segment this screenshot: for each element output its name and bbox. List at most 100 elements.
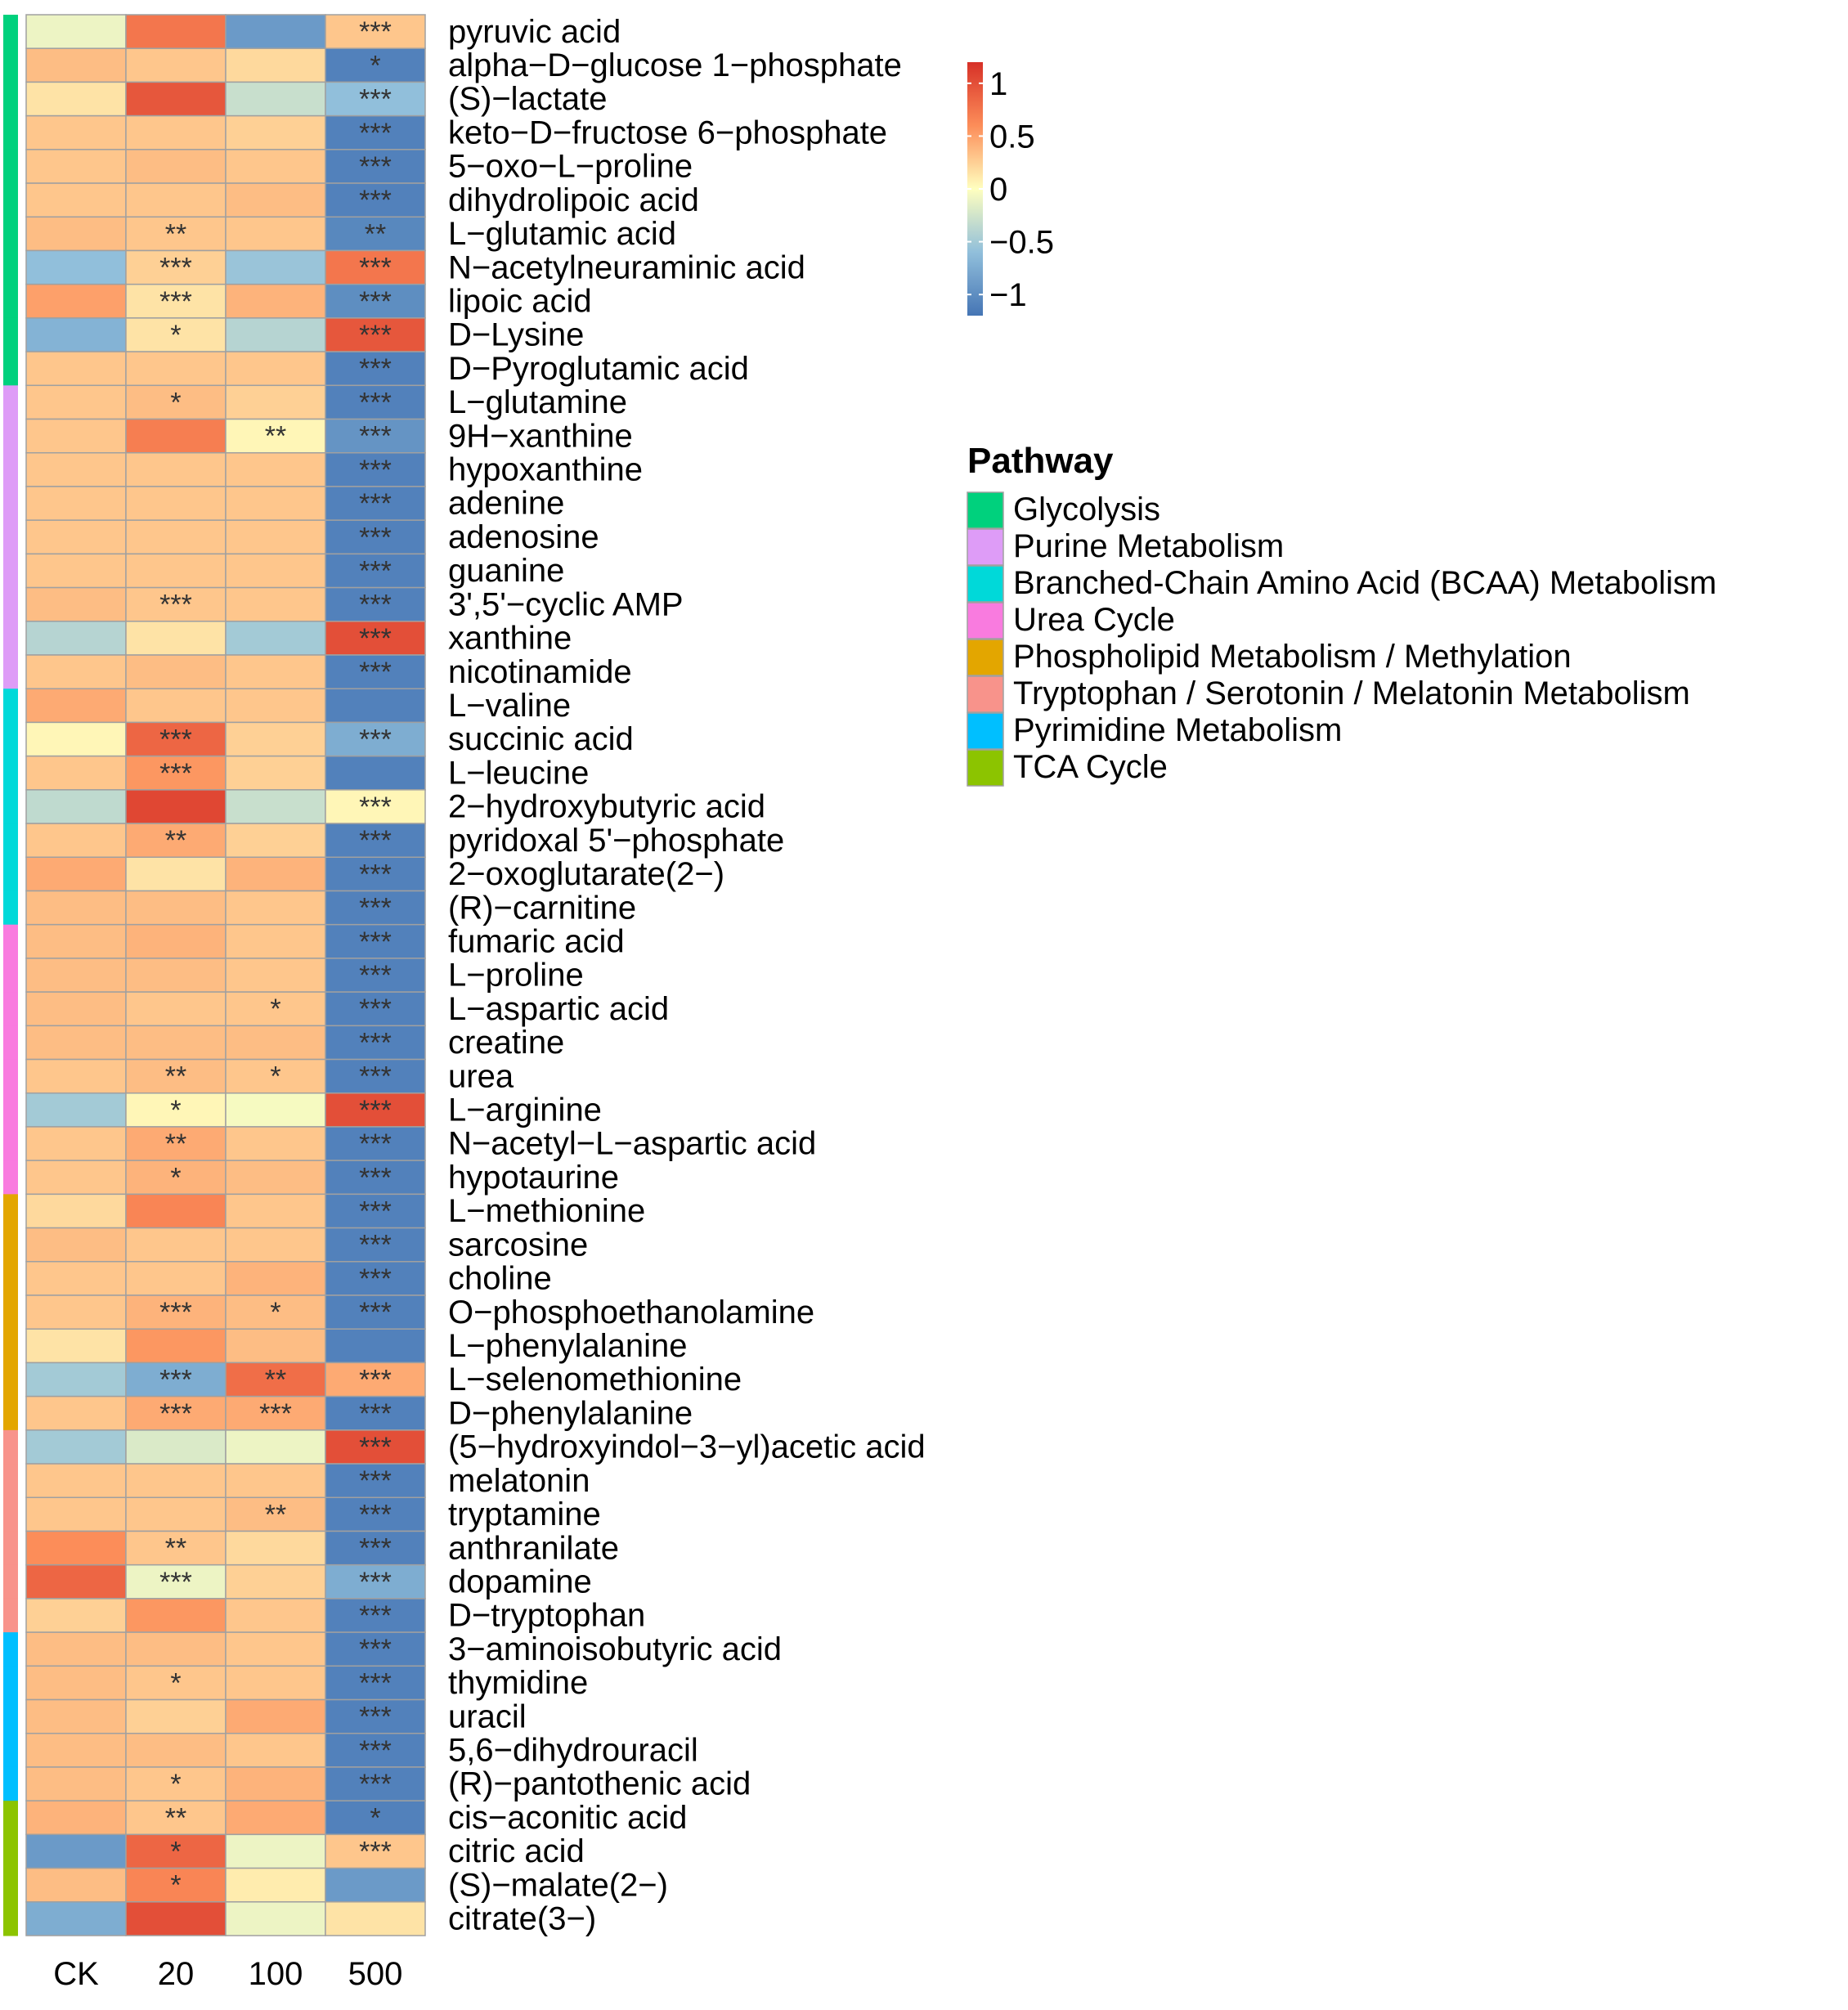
pathway-bar-segment — [3, 1834, 18, 1869]
heatmap-cell — [225, 317, 326, 352]
heatmap-cell — [25, 721, 127, 757]
heatmap-cell — [325, 1193, 426, 1229]
significance-star: *** — [359, 960, 392, 991]
pathway-bar-segment — [3, 1227, 18, 1263]
significance-star: *** — [359, 556, 392, 587]
heatmap-cell — [225, 688, 326, 724]
heatmap-cell — [225, 149, 326, 184]
row-label: sarcosine — [448, 1227, 588, 1263]
pathway-bar-segment — [3, 385, 18, 420]
heatmap-cell — [225, 890, 326, 926]
heatmap-cell — [225, 451, 326, 487]
pathway-bar-segment — [3, 958, 18, 993]
row-label: 9H−xanthine — [448, 418, 633, 454]
row-label: choline — [448, 1261, 552, 1297]
pathway-bar-segment — [3, 857, 18, 891]
heatmap-cell — [125, 14, 227, 49]
heatmap-cell — [25, 1058, 127, 1094]
heatmap-cell — [225, 923, 326, 959]
significance-star: *** — [359, 1465, 392, 1496]
heatmap-cell — [125, 1631, 227, 1667]
significance-star: * — [170, 387, 181, 418]
heatmap-cell — [25, 958, 127, 993]
heatmap-cell — [125, 114, 227, 150]
heatmap-cell — [25, 1092, 127, 1128]
heatmap-cell — [125, 1328, 227, 1364]
heatmap-cell — [125, 958, 227, 993]
heatmap-cell — [225, 1665, 326, 1701]
heatmap-cell — [125, 47, 227, 83]
pathway-bar-segment — [3, 1429, 18, 1465]
heatmap-cell — [225, 755, 326, 791]
heatmap-cell — [25, 317, 127, 352]
pathway-legend-key — [967, 675, 1004, 713]
heatmap-cell — [225, 1429, 326, 1465]
heatmap-cell — [225, 1058, 326, 1094]
heatmap-cell — [125, 1598, 227, 1633]
color-scale-legend: 10.50−0.5−1 — [967, 62, 1054, 316]
pathway-legend-key — [967, 528, 1004, 566]
row-label: tryptamine — [448, 1496, 601, 1532]
heatmap-cell — [25, 991, 127, 1027]
heatmap-cell — [225, 1092, 326, 1128]
heatmap-cell — [125, 351, 227, 387]
significance-star: *** — [359, 353, 392, 384]
heatmap-cell — [325, 621, 426, 656]
row-label: (S)−malate(2−) — [448, 1867, 668, 1903]
significance-star: ** — [265, 1499, 286, 1530]
significance-star: *** — [359, 1398, 392, 1429]
pathway-bar-segment — [3, 1396, 18, 1431]
significance-star: *** — [359, 387, 392, 418]
heatmap-cell — [25, 1867, 127, 1903]
heatmap-cell — [125, 1058, 227, 1094]
heatmap-cell — [125, 553, 227, 589]
significance-star: *** — [359, 1600, 392, 1631]
column-label: 20 — [158, 1956, 195, 1992]
row-label: creatine — [448, 1025, 564, 1061]
heatmap-cell — [325, 1564, 426, 1599]
pathway-legend-label: Tryptophan / Serotonin / Melatonin Metab… — [1013, 675, 1690, 711]
significance-star: *** — [359, 84, 392, 115]
heatmap-cell — [25, 1732, 127, 1768]
significance-star: * — [370, 1802, 380, 1833]
row-label: L−aspartic acid — [448, 991, 669, 1027]
row-label: (R)−pantothenic acid — [448, 1766, 751, 1802]
heatmap-cell — [25, 1395, 127, 1431]
heatmap-cell — [25, 823, 127, 859]
heatmap-cell — [225, 1698, 326, 1734]
row-label: N−acetylneuraminic acid — [448, 249, 805, 285]
pathway-bar-segment — [3, 1766, 18, 1801]
heatmap-cell — [25, 856, 127, 892]
heatmap-cell — [325, 1496, 426, 1532]
heatmap-cell — [225, 519, 326, 555]
heatmap-cell — [325, 856, 426, 892]
significance-star: *** — [359, 825, 392, 856]
column-label: CK — [53, 1956, 99, 1992]
heatmap-cell — [225, 553, 326, 589]
heatmap-cell — [25, 384, 127, 420]
row-label: 2−hydroxybutyric acid — [448, 789, 765, 825]
pathway-bar-segment — [3, 284, 18, 319]
heatmap-cell — [325, 519, 426, 555]
heatmap-cell — [125, 1429, 227, 1465]
heatmap-cell — [125, 149, 227, 184]
heatmap-cell — [225, 81, 326, 117]
heatmap-cell — [25, 1530, 127, 1566]
column-label: 100 — [249, 1956, 303, 1992]
heatmap-cell — [125, 519, 227, 555]
heatmap-cell — [25, 1901, 127, 1936]
pathway-bar-segment — [3, 891, 18, 926]
heatmap-cell — [225, 654, 326, 689]
heatmap-cell — [25, 114, 127, 150]
heatmap-cell — [225, 47, 326, 83]
heatmap-cell — [325, 1901, 426, 1936]
heatmap-cell — [225, 958, 326, 993]
heatmap-cell — [325, 451, 426, 487]
significance-star: *** — [159, 1365, 192, 1396]
color-scale-tick-label: 0 — [989, 172, 1007, 208]
row-label: 2−oxoglutarate(2−) — [448, 856, 724, 892]
heatmap-cell — [325, 1227, 426, 1263]
heatmap-cell — [225, 249, 326, 285]
heatmap-cell — [25, 923, 127, 959]
heatmap-cell — [225, 789, 326, 824]
